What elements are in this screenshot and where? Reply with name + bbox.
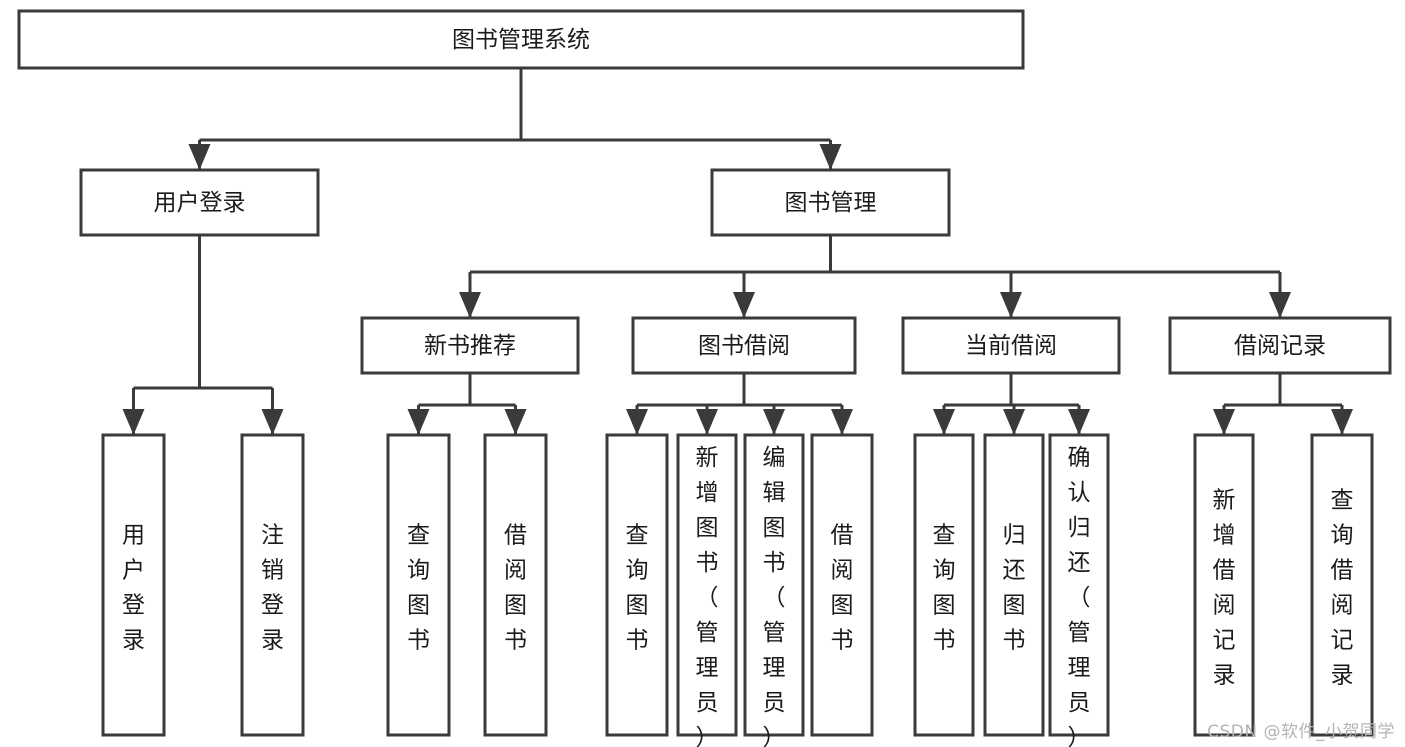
- node-box: [386, 433, 451, 737]
- node-box: [810, 433, 874, 737]
- csdn-watermark: CSDN @软件_小贺同学: [1207, 722, 1395, 742]
- node-label: 查询图书: [933, 522, 956, 653]
- node-leaf-4[interactable]: 查询图书: [605, 433, 669, 737]
- node-leaf-2[interactable]: 查询图书: [386, 433, 451, 737]
- node-l2-3[interactable]: 借阅记录: [1168, 316, 1392, 375]
- arrow-head-icon: [819, 144, 842, 170]
- arrow-head-icon: [733, 292, 755, 318]
- arrow-head-icon: [1213, 409, 1235, 435]
- arrow-head-icon: [1003, 409, 1025, 435]
- node-l1-1[interactable]: 图书管理: [710, 168, 951, 237]
- node-box: [360, 316, 580, 375]
- node-l2-0[interactable]: 新书推荐: [360, 316, 580, 375]
- node-leaf-0[interactable]: 用户登录: [101, 433, 166, 737]
- node-root-0[interactable]: 图书管理系统: [17, 9, 1025, 70]
- arrow-head-icon: [261, 409, 284, 435]
- node-label: 图书借阅: [698, 333, 790, 359]
- node-label: 图书管理: [785, 190, 877, 216]
- arrow-head-icon: [831, 409, 853, 435]
- arrow-head-icon: [763, 409, 785, 435]
- node-label: 归还图书: [1003, 522, 1026, 653]
- node-box: [631, 316, 857, 375]
- arrow-head-icon: [459, 292, 481, 318]
- node-label: 查询图书: [626, 522, 649, 653]
- node-label: 新增借阅记录: [1213, 487, 1236, 688]
- arrow-head-icon: [504, 409, 527, 435]
- node-leaf-8[interactable]: 查询图书: [913, 433, 975, 737]
- node-label: 借阅图书: [831, 522, 854, 653]
- node-box: [1168, 316, 1392, 375]
- node-leaf-11[interactable]: 新增借阅记录: [1193, 433, 1255, 737]
- arrow-head-icon: [1068, 409, 1090, 435]
- arrow-head-icon: [626, 409, 648, 435]
- arrow-head-icon: [122, 409, 145, 435]
- node-box: [913, 433, 975, 737]
- node-l1-0[interactable]: 用户登录: [79, 168, 320, 237]
- arrow-head-icon: [407, 409, 430, 435]
- node-box: [901, 316, 1121, 375]
- node-label: 查询图书: [407, 522, 430, 653]
- node-layer: 图书管理系统用户登录图书管理新书推荐图书借阅当前借阅借阅记录用户登录注销登录查询…: [17, 9, 1392, 747]
- connector-layer: [122, 68, 1353, 435]
- node-box: [483, 433, 548, 737]
- node-label: 用户登录: [154, 190, 246, 216]
- node-label: 注销登录: [261, 522, 284, 653]
- node-label: 借阅记录: [1234, 333, 1326, 359]
- node-box: [1048, 433, 1110, 737]
- node-leaf-1[interactable]: 注销登录: [240, 433, 305, 737]
- node-label: 新书推荐: [424, 333, 516, 359]
- node-label: 用户登录: [122, 522, 145, 653]
- node-l2-1[interactable]: 图书借阅: [631, 316, 857, 375]
- arrow-head-icon: [933, 409, 955, 435]
- node-leaf-10[interactable]: 确认归还（管理员）: [1048, 433, 1110, 747]
- node-box: [1193, 433, 1255, 737]
- arrow-head-icon: [696, 409, 718, 435]
- arrow-head-icon: [1000, 292, 1022, 318]
- node-box: [101, 433, 166, 737]
- node-box: [983, 433, 1045, 737]
- node-box: [605, 433, 669, 737]
- node-box: [710, 168, 951, 237]
- node-box: [676, 433, 738, 737]
- node-label: 新增图书（管理员）: [696, 445, 719, 747]
- node-label: 编辑图书（管理员）: [763, 445, 786, 747]
- node-box: [17, 9, 1025, 70]
- node-leaf-7[interactable]: 借阅图书: [810, 433, 874, 737]
- node-leaf-9[interactable]: 归还图书: [983, 433, 1045, 737]
- node-label: 当前借阅: [965, 333, 1057, 359]
- node-box: [240, 433, 305, 737]
- arrow-head-icon: [188, 144, 211, 170]
- arrow-head-icon: [1269, 292, 1291, 318]
- node-box: [79, 168, 320, 237]
- arrow-head-icon: [1331, 409, 1353, 435]
- node-leaf-6[interactable]: 编辑图书（管理员）: [743, 433, 805, 747]
- node-label: 查询借阅记录: [1331, 487, 1354, 688]
- node-box: [1310, 433, 1374, 737]
- node-label: 图书管理系统: [452, 27, 590, 53]
- node-leaf-5[interactable]: 新增图书（管理员）: [676, 433, 738, 747]
- node-label: 借阅图书: [504, 522, 527, 653]
- node-label: 确认归还（管理员）: [1068, 445, 1091, 747]
- node-leaf-12[interactable]: 查询借阅记录: [1310, 433, 1374, 737]
- node-box: [743, 433, 805, 737]
- node-l2-2[interactable]: 当前借阅: [901, 316, 1121, 375]
- node-leaf-3[interactable]: 借阅图书: [483, 433, 548, 737]
